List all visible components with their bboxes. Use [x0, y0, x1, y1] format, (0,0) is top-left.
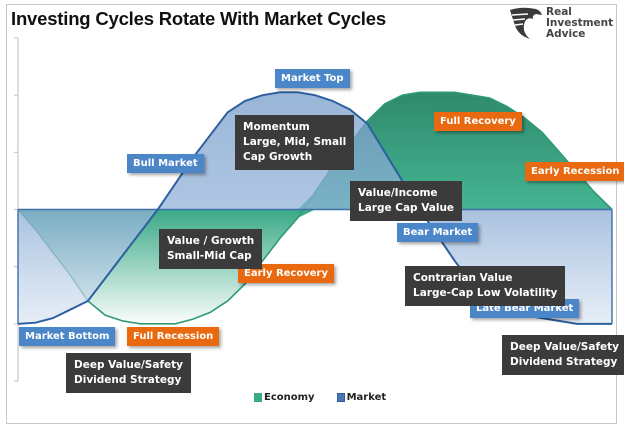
- strategy-contrarian: Contrarian Value Large-Cap Low Volatilit…: [405, 266, 565, 306]
- strategy-line: Large Cap Value: [358, 201, 454, 216]
- strategy-deep-value-left: Deep Value/Safety Dividend Strategy: [66, 353, 191, 393]
- strategy-line: Deep Value/Safety: [510, 340, 619, 355]
- label-market-top: Market Top: [275, 69, 350, 88]
- label-bear-market: Bear Market: [397, 223, 478, 242]
- strategy-line: Dividend Strategy: [510, 355, 619, 370]
- legend-swatch-economy: [254, 393, 262, 402]
- label-bull-market: Bull Market: [127, 154, 204, 173]
- strategy-line: Small-Mid Cap: [167, 249, 254, 264]
- strategy-line: Dividend Strategy: [74, 373, 183, 388]
- legend-item-market: Market: [337, 392, 387, 403]
- label-full-recession: Full Recession: [127, 327, 219, 346]
- strategy-line: Cap Growth: [243, 150, 346, 165]
- legend-swatch-market: [337, 393, 345, 402]
- strategy-value-growth: Value / Growth Small-Mid Cap: [159, 229, 262, 269]
- strategy-line: Deep Value/Safety: [74, 358, 183, 373]
- label-early-recession: Early Recession: [525, 162, 624, 181]
- strategy-line: Momentum: [243, 120, 346, 135]
- legend-label-market: Market: [347, 392, 387, 403]
- strategy-value-income: Value/Income Large Cap Value: [350, 181, 462, 221]
- label-full-recovery: Full Recovery: [434, 112, 522, 131]
- legend-label-economy: Economy: [264, 392, 315, 403]
- legend: Economy Market: [254, 392, 386, 403]
- strategy-line: Contrarian Value: [413, 271, 557, 286]
- strategy-deep-value-right: Deep Value/Safety Dividend Strategy: [502, 335, 624, 375]
- strategy-line: Value / Growth: [167, 234, 254, 249]
- strategy-line: Value/Income: [358, 186, 454, 201]
- label-market-bottom: Market Bottom: [19, 327, 115, 346]
- strategy-line: Large-Cap Low Volatility: [413, 286, 557, 301]
- legend-item-economy: Economy: [254, 392, 315, 403]
- strategy-line: Large, Mid, Small: [243, 135, 346, 150]
- strategy-momentum: Momentum Large, Mid, Small Cap Growth: [235, 115, 354, 170]
